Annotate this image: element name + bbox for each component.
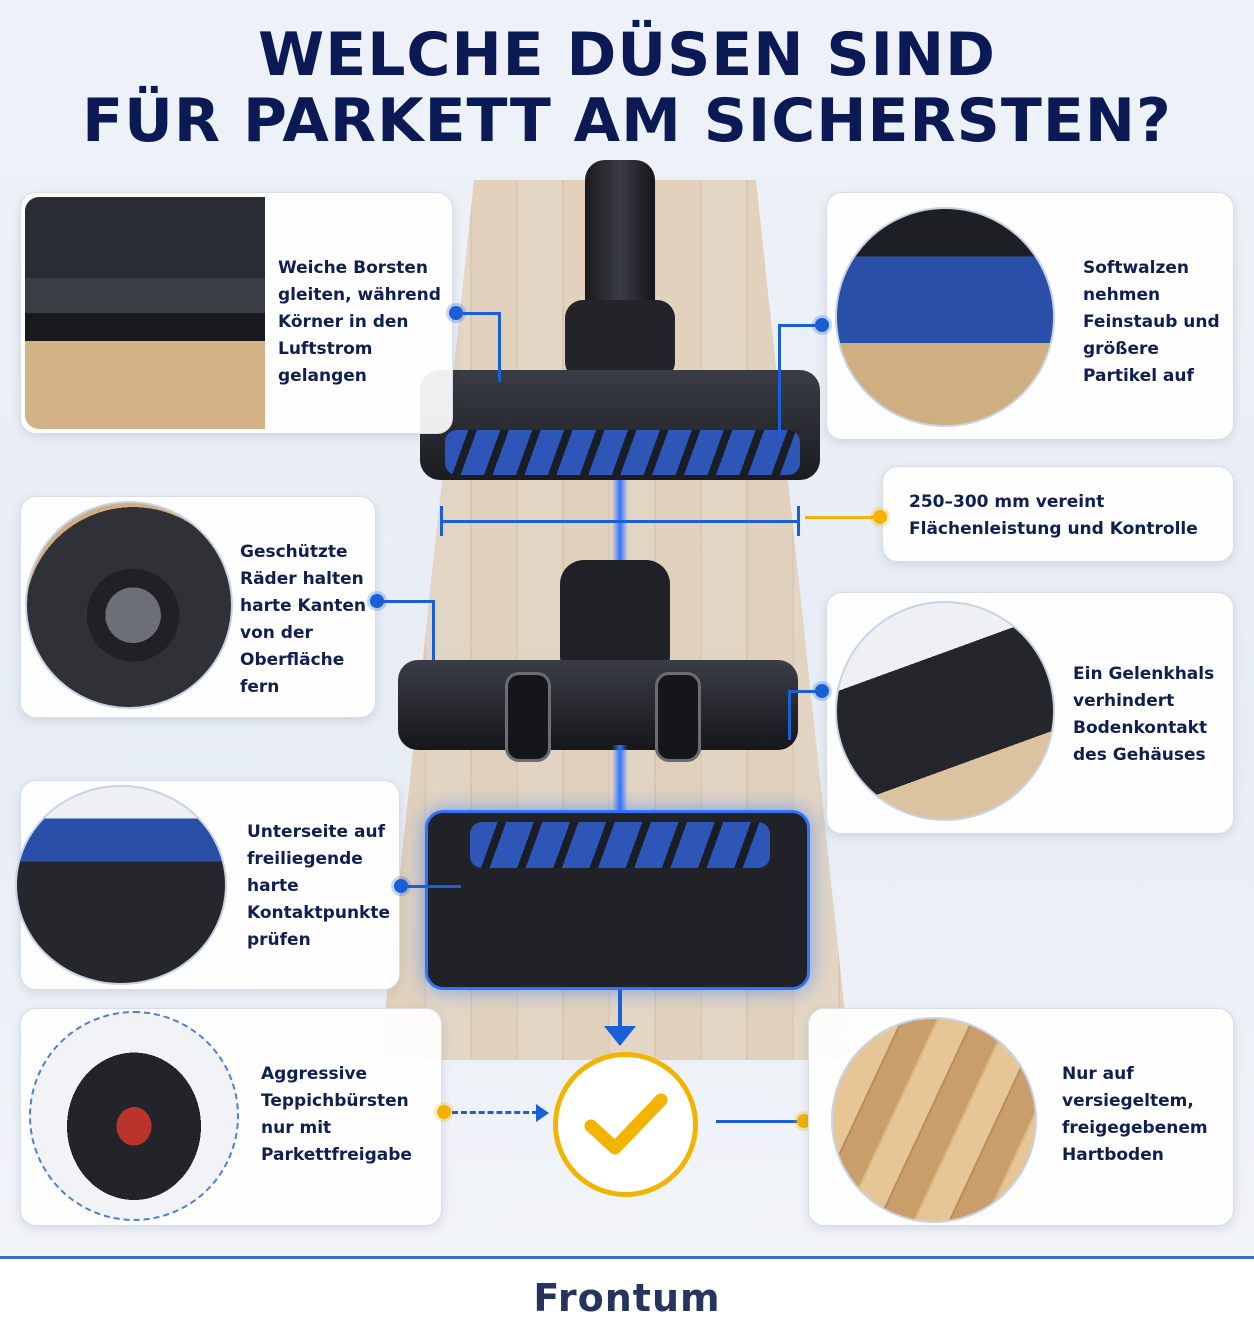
dashed-connector	[452, 1111, 538, 1114]
connector-line	[788, 690, 791, 740]
arrow-down-icon	[604, 1026, 636, 1046]
connector-line	[780, 324, 816, 327]
joint-neck-photo	[835, 601, 1055, 821]
connector-line	[778, 324, 781, 439]
arrow-right-icon	[536, 1104, 549, 1122]
vacuum-neck	[565, 300, 675, 380]
connector-dot	[797, 1114, 811, 1128]
width-measure	[440, 506, 800, 536]
connector-line	[790, 690, 816, 693]
vacuum-soft-roller	[445, 430, 800, 475]
light-beam	[612, 745, 628, 810]
carpet-brush-photo	[29, 1011, 239, 1221]
card-joint: Ein Gelenkhals verhindert Bodenkontakt d…	[826, 592, 1234, 834]
floor-text: Nur auf versiegeltem, freigegebenem Hart…	[1062, 1064, 1208, 1165]
underside-roller	[470, 822, 770, 868]
underside-photo	[15, 785, 227, 985]
connector-line	[498, 312, 501, 382]
wheel-right	[655, 672, 701, 762]
connector-line	[805, 516, 873, 519]
bristles-text: Weiche Borsten gleiten, während Körner i…	[278, 258, 441, 386]
card-carpet: Aggressive Teppichbürsten nur mit Parket…	[20, 1008, 442, 1226]
card-softroller: Softwalzen nehmen Feinstaub und größere …	[826, 192, 1234, 440]
connector-line	[432, 600, 435, 660]
carpet-text: Aggressive Teppichbürsten nur mit Parket…	[261, 1064, 412, 1165]
brand-logo: Frontum	[533, 1276, 721, 1320]
title-line-1: WELCHE DÜSEN SIND	[258, 20, 996, 90]
connector-dot	[815, 684, 829, 698]
vacuum-head-middle	[398, 660, 798, 750]
connector-line	[716, 1120, 800, 1123]
connector-line	[401, 885, 461, 888]
connector-dot	[815, 318, 829, 332]
page-title: WELCHE DÜSEN SIND FÜR PARKETT AM SICHERS…	[0, 22, 1254, 154]
title-line-2: FÜR PARKETT AM SICHERSTEN?	[82, 86, 1172, 156]
softroller-photo	[835, 207, 1055, 427]
card-floor: Nur auf versiegeltem, freigegebenem Hart…	[808, 1008, 1234, 1226]
connector-dot	[873, 510, 887, 524]
bristle-brush-photo	[25, 197, 265, 429]
checkmark-icon	[584, 1093, 667, 1154]
connector-line	[456, 312, 500, 315]
joint-text: Ein Gelenkhals verhindert Bodenkontakt d…	[1073, 664, 1215, 765]
footer	[0, 1256, 1254, 1344]
card-underside: Unterseite auf freiliegende harte Kontak…	[15, 780, 400, 990]
checkmark-badge	[553, 1052, 698, 1197]
softroller-text: Softwalzen nehmen Feinstaub und größere …	[1083, 258, 1220, 386]
wheel-photo	[25, 501, 233, 709]
wheels-text: Geschützte Räder halten harte Kanten von…	[240, 542, 367, 697]
connector-line	[377, 600, 433, 603]
connector-dot	[437, 1105, 451, 1119]
underside-text: Unterseite auf freiliegende harte Kontak…	[247, 822, 391, 950]
card-width: 250–300 mm vereint Flächenleistung und K…	[882, 466, 1234, 562]
hardwood-floor-photo	[831, 1017, 1037, 1223]
wheel-left	[505, 672, 551, 762]
card-bristles: Weiche Borsten gleiten, während Körner i…	[20, 192, 453, 434]
width-text: 250–300 mm vereint Flächenleistung und K…	[909, 492, 1198, 539]
card-wheels: Geschützte Räder halten harte Kanten von…	[20, 496, 376, 718]
arrow-line	[618, 990, 622, 1030]
